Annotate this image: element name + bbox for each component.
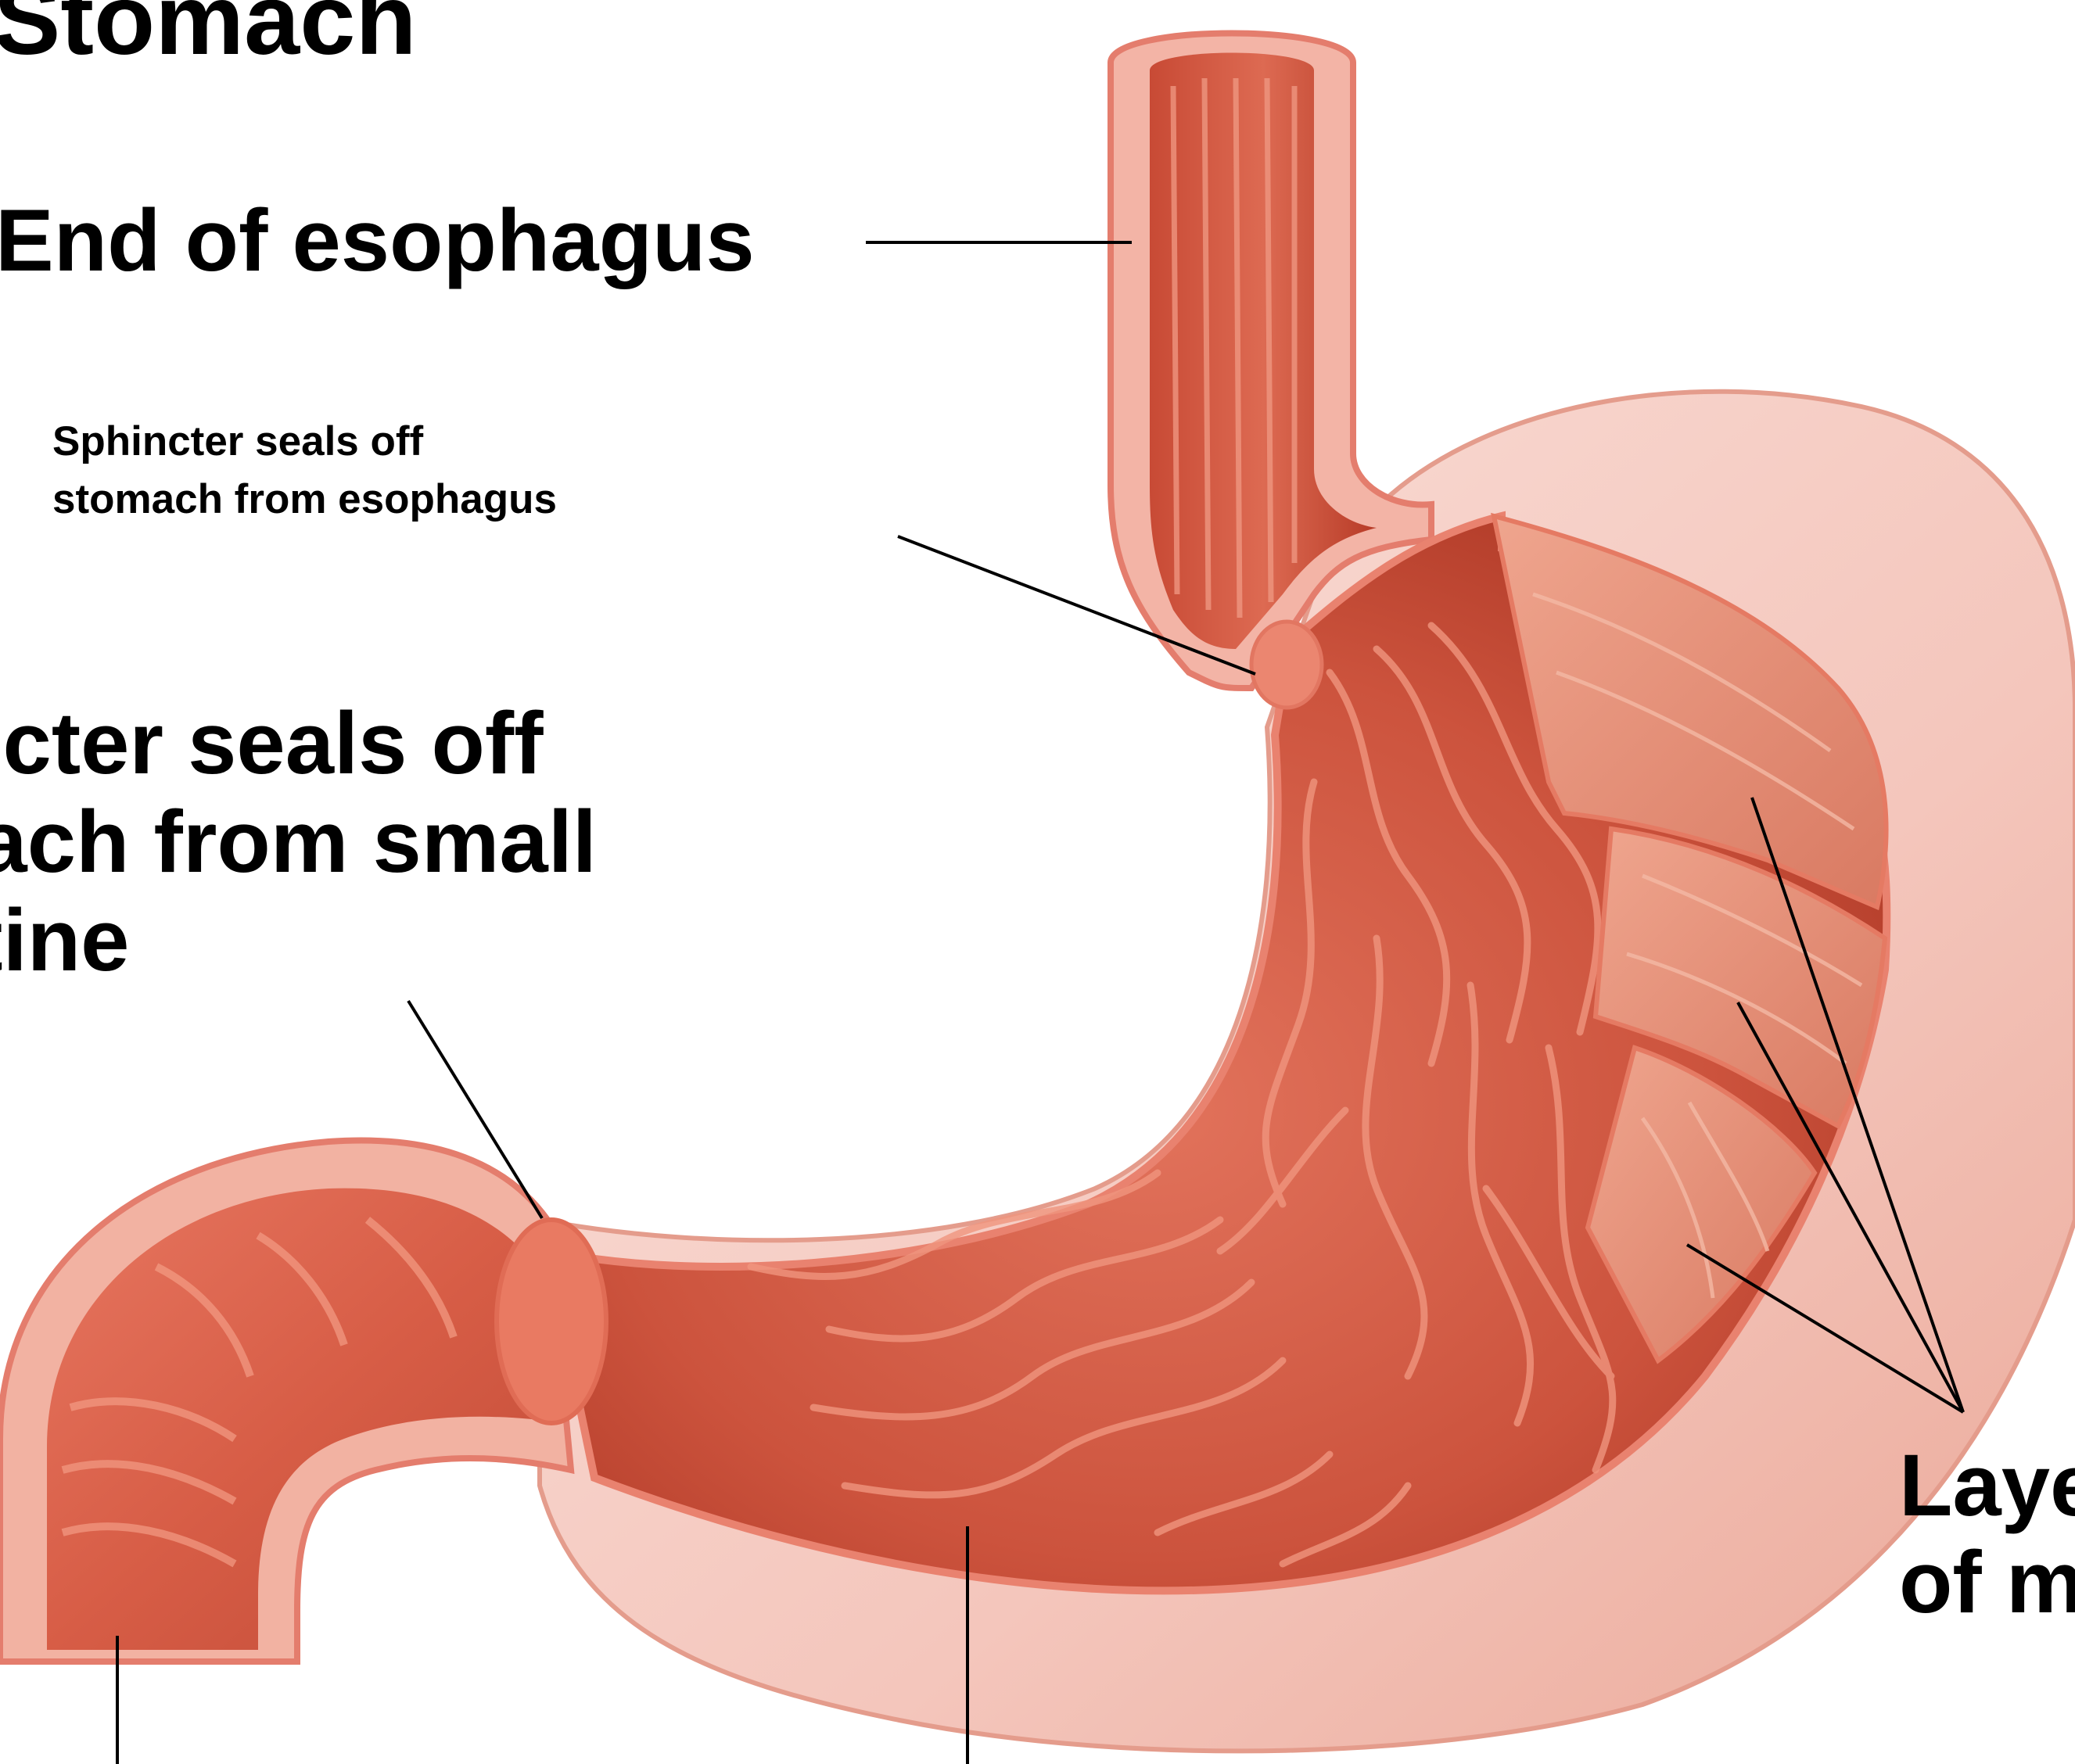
label-muscle-layers-line-1: Laye [1899,1436,2075,1534]
label-pyloric-sphincter-line-2: nach from small [0,793,597,891]
label-upper-sphincter-line-2: stomach from esophagus [52,476,557,522]
label-muscle-layers-line-2: of m [1899,1533,2075,1631]
label-upper-sphincter: Sphincter seals off stomach from esophag… [52,413,557,529]
label-end-of-esophagus: End of esophagus [0,197,755,285]
label-pyloric-sphincter-line-1: incter seals off [0,694,544,792]
label-pyloric-sphincter-line-3: stine [0,891,129,989]
pyloric-sphincter [497,1220,606,1423]
label-upper-sphincter-line-1: Sphincter seals off [52,418,423,464]
upper-sphincter [1251,622,1322,708]
label-muscle-layers: Laye of m [1899,1437,2075,1631]
page-title: Stomach [0,0,417,70]
label-pyloric-sphincter: incter seals off nach from small stine [0,694,597,990]
